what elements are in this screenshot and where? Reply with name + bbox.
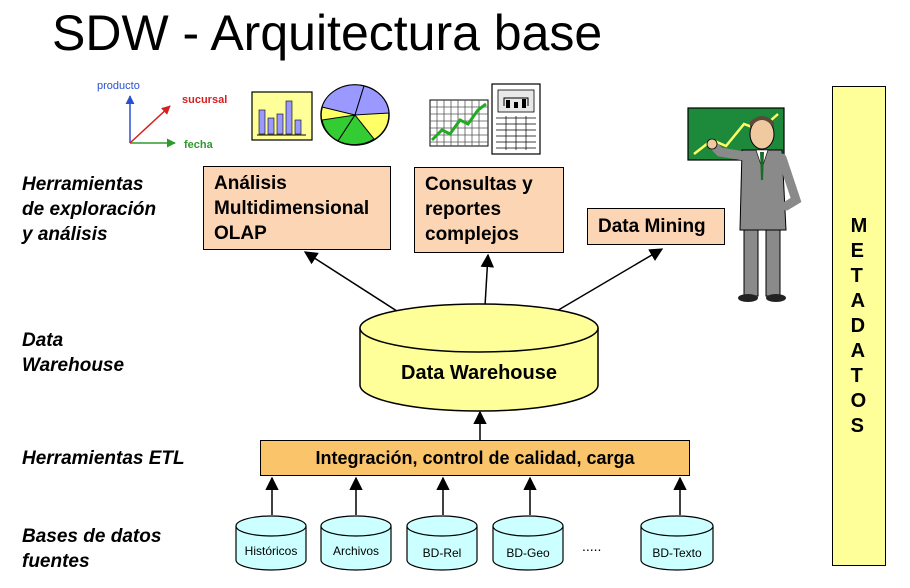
- source-label: BD-Geo: [506, 546, 550, 560]
- data-warehouse-cylinder: [359, 303, 599, 412]
- source-cylinder: [492, 515, 564, 571]
- bar-chart-icon: [251, 91, 313, 141]
- metadata-letter: S: [850, 414, 864, 437]
- data-mining-box: Data Mining: [587, 208, 725, 245]
- metadata-letter: D: [850, 314, 866, 337]
- layer-label-exploration: Herramientas de exploración y análisis: [22, 174, 157, 245]
- layer-label-warehouse: Data Warehouse: [22, 330, 125, 376]
- source-label: BD-Texto: [652, 546, 702, 560]
- pie-chart-icon: [320, 84, 390, 146]
- queries-box: Consultas y reportes complejos: [414, 167, 564, 253]
- axis-label-producto: producto: [97, 80, 140, 92]
- metadata-letter: O: [850, 389, 867, 412]
- source-label: BD-Rel: [422, 546, 462, 560]
- axes-cube-icon: [125, 95, 176, 148]
- presenter-icon: [687, 107, 802, 302]
- layer-label-etl: Herramientas ETL: [22, 448, 185, 469]
- source-cylinder: [235, 515, 307, 571]
- metadata-letter: E: [850, 239, 864, 262]
- line-chart-icon: [429, 99, 489, 147]
- sources-to-etl-arrows: [265, 476, 687, 515]
- source-cylinder: [640, 515, 714, 571]
- source-label: Históricos: [244, 544, 298, 558]
- metadata-letter: T: [850, 364, 863, 387]
- data-warehouse-label: Data Warehouse: [401, 362, 557, 384]
- page-title: SDW - Arquitectura base: [52, 5, 603, 61]
- olap-box: Análisis Multidimensional OLAP: [203, 166, 391, 250]
- source-cylinder: [406, 515, 478, 571]
- axis-label-sucursal: sucursal: [182, 94, 228, 106]
- source-cylinder: [320, 515, 392, 571]
- metadata-letter: A: [850, 289, 866, 312]
- warehouse-to-tools-arrows: [303, 248, 664, 314]
- sources-ellipsis: .....: [582, 538, 602, 554]
- metadata-letter: T: [850, 264, 863, 287]
- axis-label-fecha: fecha: [184, 139, 213, 151]
- layer-label-sources: Bases de datos fuentes: [22, 526, 162, 572]
- metadata-letter: A: [850, 339, 866, 362]
- etl-bar: Integración, control de calidad, carga: [260, 440, 690, 476]
- report-icon: [491, 83, 541, 155]
- source-label: Archivos: [332, 544, 379, 558]
- metadata-letter: M: [850, 214, 868, 237]
